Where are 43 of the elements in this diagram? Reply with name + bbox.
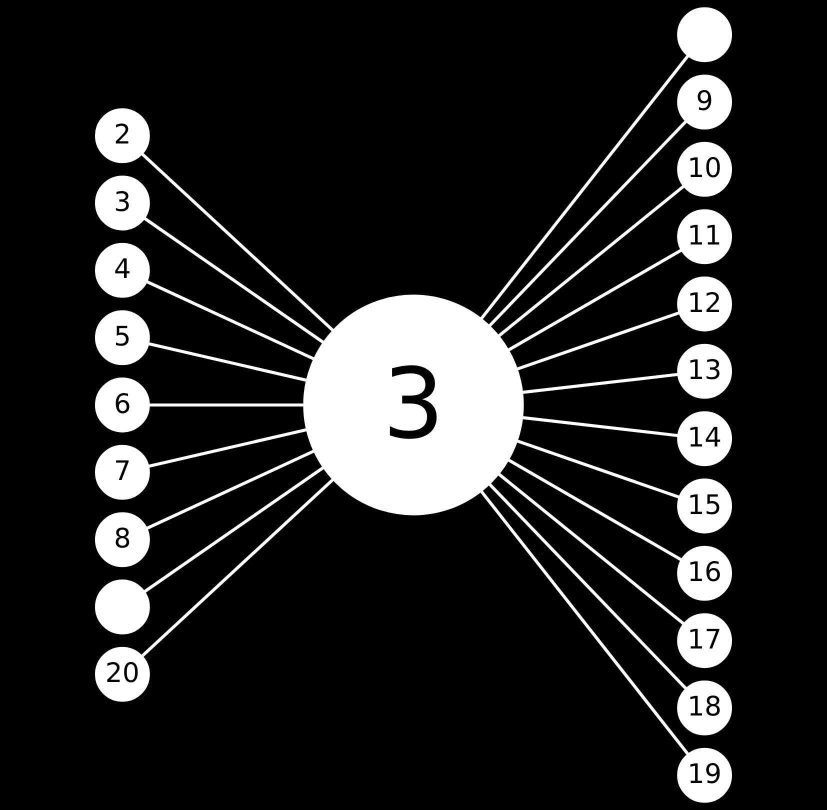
node-circle: 11: [677, 209, 732, 264]
connector: [148, 403, 304, 407]
node-circle: [677, 7, 732, 62]
node-circle: 19: [677, 748, 732, 803]
connector: [497, 472, 685, 626]
connector: [143, 466, 325, 594]
connector: [146, 280, 315, 361]
node-circle: 20: [95, 646, 150, 702]
connector: [488, 482, 688, 690]
node-circle: 14: [677, 411, 732, 466]
node-circle: 12: [677, 276, 732, 332]
node-circle: 8: [95, 512, 150, 568]
node-circle: 18: [677, 680, 732, 736]
node-circle: [95, 580, 150, 634]
connector: [507, 248, 682, 352]
connector: [480, 54, 690, 320]
connector: [522, 372, 678, 394]
connector: [146, 449, 315, 530]
node-circle: 5: [95, 310, 150, 366]
connector: [143, 216, 325, 344]
node-circle: 6: [95, 378, 150, 432]
connector: [522, 416, 678, 438]
connector: [140, 152, 334, 332]
connector: [516, 311, 680, 371]
node-circle: 3: [95, 176, 150, 230]
node-circle: 2: [95, 108, 150, 164]
connector: [488, 120, 688, 328]
node-circle: 9: [677, 74, 732, 130]
connector: [140, 478, 334, 658]
node-circle: 16: [677, 546, 732, 601]
connector: [148, 342, 308, 382]
node-circle: 3: [303, 294, 524, 516]
connector: [497, 184, 685, 338]
connector: [148, 428, 308, 468]
connector: [480, 490, 690, 756]
node-circle: 4: [95, 242, 150, 298]
node-circle: 15: [677, 478, 732, 534]
connector: [516, 439, 680, 499]
node-circle: 7: [95, 444, 150, 500]
node-circle: 17: [677, 613, 732, 668]
node-circle: 13: [677, 344, 732, 399]
node-circle: 10: [677, 142, 732, 197]
connector: [507, 458, 682, 562]
